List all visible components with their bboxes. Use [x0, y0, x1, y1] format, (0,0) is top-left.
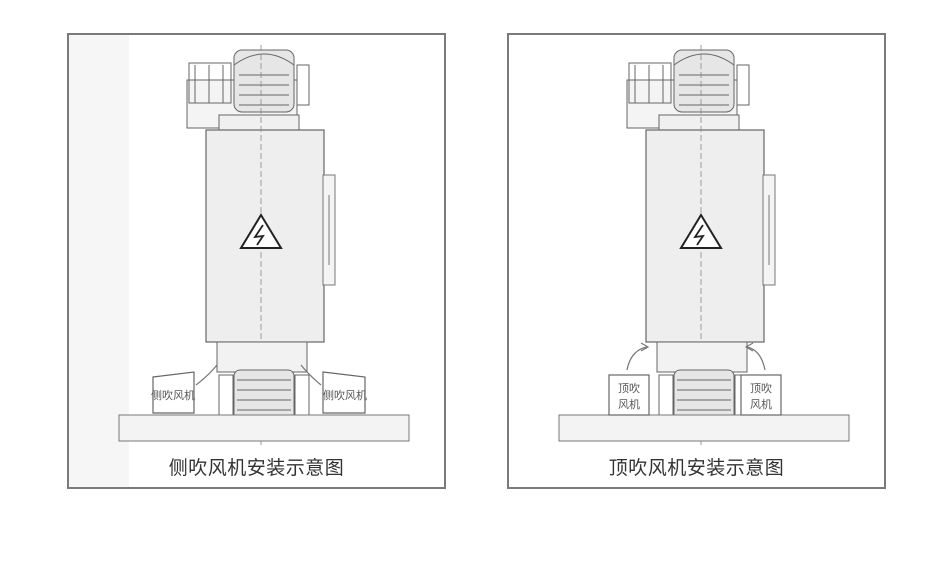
bottom-coil-assembly [656, 341, 750, 421]
right-fan-label-line1: 顶吹 [750, 382, 772, 395]
base-plate [558, 414, 850, 442]
high-voltage-warning-icon [679, 213, 723, 249]
right-fan-label-line2: 风机 [750, 397, 772, 411]
right-top-fan: 顶吹 风机 [740, 342, 782, 416]
left-top-fan: 顶吹 风机 [608, 342, 650, 416]
left-fan-label: 侧吹风机 [151, 388, 195, 402]
airflow-arrow-icon [626, 346, 648, 371]
right-side-fan: 侧吹风机 [300, 364, 367, 414]
side-fan-caption: 侧吹风机安装示意图 [168, 457, 345, 479]
airflow-arrow-icon [746, 346, 766, 371]
base-plate [118, 414, 410, 442]
airflow-arrow-icon [195, 364, 218, 386]
right-fan-label: 侧吹风机 [323, 388, 367, 402]
top-fan-caption: 顶吹风机安装示意图 [608, 457, 785, 479]
left-fan-label-line1: 顶吹 [618, 382, 640, 395]
top-fan-diagram-panel: 顶吹 风机 顶吹 风机 顶吹风机安装示意图 [507, 33, 886, 489]
side-fan-transformer-drawing: 侧吹风机 侧吹风机 [69, 35, 410, 487]
airflow-arrow-icon [300, 364, 322, 386]
side-fan-diagram-panel: 侧吹风机 侧吹风机 侧吹风机安装示意图 [67, 33, 446, 489]
left-side-fan: 侧吹风机 [151, 364, 218, 414]
high-voltage-warning-icon [239, 213, 283, 249]
left-fan-label-line2: 风机 [618, 397, 640, 411]
top-fan-transformer-drawing: 顶吹 风机 顶吹 风机 [558, 45, 850, 445]
bottom-coil-assembly [216, 341, 310, 421]
top-coil-assembly [186, 49, 310, 134]
top-coil-assembly [626, 49, 750, 134]
background-band [69, 35, 129, 487]
